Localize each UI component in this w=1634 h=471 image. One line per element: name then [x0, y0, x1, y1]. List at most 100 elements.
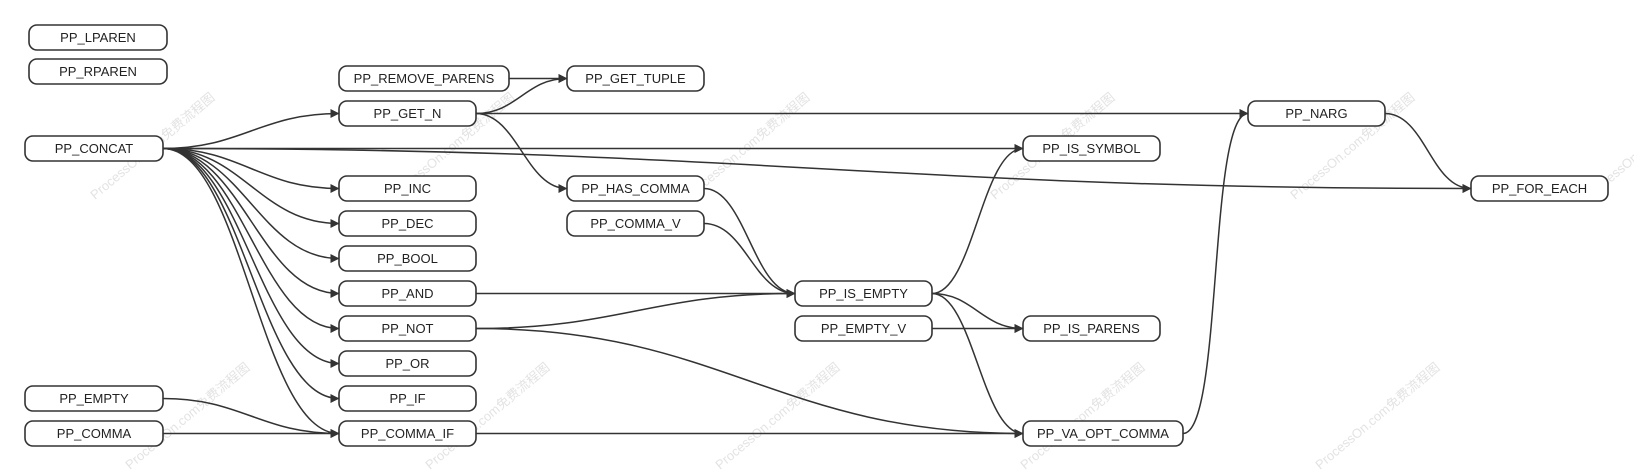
- node-pp-inc[interactable]: PP_INC: [338, 175, 477, 202]
- node-box: [338, 65, 510, 92]
- node-label: PP_EMPTY: [59, 391, 129, 406]
- edge-pp-has-comma-to-pp-is-empty: [703, 187, 796, 298]
- edge-pp-concat-to-pp-inc: [162, 147, 340, 193]
- node-pp-is-symbol[interactable]: PP_IS_SYMBOL: [1022, 135, 1161, 162]
- node-label: PP_FOR_EACH: [1492, 181, 1587, 196]
- node-label: PP_COMMA_IF: [361, 426, 454, 441]
- node-label: PP_VA_OPT_COMMA: [1037, 426, 1169, 441]
- node-pp-is-parens[interactable]: PP_IS_PARENS: [1022, 315, 1161, 342]
- edge-pp-concat-to-pp-comma-if: [162, 147, 340, 438]
- node-pp-get-tuple[interactable]: PP_GET_TUPLE: [566, 65, 705, 92]
- edge-pp-not-to-pp-is-empty: [475, 289, 796, 330]
- edge-pp-is-empty-to-pp-is-parens: [931, 292, 1024, 333]
- node-box: [338, 175, 477, 202]
- node-box: [28, 58, 168, 85]
- node-label: PP_DEC: [381, 216, 433, 231]
- node-label: PP_HAS_COMMA: [581, 181, 690, 196]
- node-label: PP_AND: [381, 286, 433, 301]
- edge-layer: [162, 74, 1472, 438]
- edge-pp-concat-to-pp-and: [162, 147, 340, 298]
- node-pp-comma[interactable]: PP_COMMA: [24, 420, 164, 447]
- node-label: PP_EMPTY_V: [821, 321, 907, 336]
- node-pp-get-n[interactable]: PP_GET_N: [338, 100, 477, 127]
- node-pp-not[interactable]: PP_NOT: [338, 315, 477, 342]
- edge-pp-concat-to-pp-if: [162, 147, 340, 403]
- edge-pp-is-empty-to-pp-is-symbol: [931, 144, 1024, 295]
- node-pp-narg[interactable]: PP_NARG: [1247, 100, 1386, 127]
- node-label: PP_RPAREN: [59, 64, 137, 79]
- node-pp-for-each[interactable]: PP_FOR_EACH: [1470, 175, 1609, 202]
- edge-pp-concat-to-pp-for-each: [162, 147, 1472, 193]
- node-box: [1470, 175, 1609, 202]
- node-box: [338, 100, 477, 127]
- node-box: [794, 280, 933, 307]
- node-label: PP_REMOVE_PARENS: [354, 71, 495, 86]
- node-label: PP_IF: [389, 391, 425, 406]
- node-pp-is-empty[interactable]: PP_IS_EMPTY: [794, 280, 933, 307]
- node-pp-concat[interactable]: PP_CONCAT: [24, 135, 164, 162]
- node-pp-remove-parens[interactable]: PP_REMOVE_PARENS: [338, 65, 510, 92]
- edge-pp-get-n-to-pp-has-comma: [475, 112, 568, 193]
- node-label: PP_COMMA: [57, 426, 132, 441]
- node-pp-dec[interactable]: PP_DEC: [338, 210, 477, 237]
- node-label: PP_GET_TUPLE: [585, 71, 686, 86]
- node-pp-comma-v[interactable]: PP_COMMA_V: [566, 210, 705, 237]
- edge-pp-not-to-pp-va-opt-comma: [475, 327, 1024, 438]
- node-pp-if[interactable]: PP_IF: [338, 385, 477, 412]
- node-box: [338, 210, 477, 237]
- edge-pp-concat-to-pp-or: [162, 147, 340, 368]
- node-box: [338, 420, 477, 447]
- node-box: [28, 24, 168, 51]
- watermark-text: ProcessOn.com免费流程图: [1312, 360, 1442, 471]
- node-pp-or[interactable]: PP_OR: [338, 350, 477, 377]
- node-pp-rparen[interactable]: PP_RPAREN: [28, 58, 168, 85]
- edge-pp-va-opt-comma-to-pp-narg: [1182, 109, 1249, 435]
- node-pp-has-comma[interactable]: PP_HAS_COMMA: [566, 175, 705, 202]
- node-label: PP_IS_PARENS: [1043, 321, 1140, 336]
- edge-pp-comma-v-to-pp-is-empty: [703, 222, 796, 298]
- node-label: PP_INC: [384, 181, 431, 196]
- node-pp-comma-if[interactable]: PP_COMMA_IF: [338, 420, 477, 447]
- edge-pp-narg-to-pp-for-each: [1384, 112, 1472, 193]
- node-label: PP_GET_N: [374, 106, 442, 121]
- node-box: [24, 385, 164, 412]
- node-box: [566, 65, 705, 92]
- node-box: [1247, 100, 1386, 127]
- watermark-text: ProcessOn.com免费流程图: [122, 360, 252, 471]
- edge-pp-get-n-to-pp-get-tuple: [475, 74, 568, 115]
- node-box: [338, 350, 477, 377]
- node-box: [338, 315, 477, 342]
- node-box: [24, 420, 164, 447]
- node-label: PP_BOOL: [377, 251, 438, 266]
- edge-pp-concat-to-pp-dec: [162, 147, 340, 228]
- watermark-text: ProcessOn.com免费流程图: [712, 360, 842, 471]
- node-pp-va-opt-comma[interactable]: PP_VA_OPT_COMMA: [1022, 420, 1184, 447]
- node-label: PP_IS_EMPTY: [819, 286, 908, 301]
- node-pp-lparen[interactable]: PP_LPAREN: [28, 24, 168, 51]
- node-box: [338, 385, 477, 412]
- node-pp-bool[interactable]: PP_BOOL: [338, 245, 477, 272]
- node-label: PP_OR: [385, 356, 429, 371]
- node-label: PP_COMMA_V: [590, 216, 681, 231]
- node-label: PP_NOT: [381, 321, 433, 336]
- node-box: [1022, 135, 1161, 162]
- node-label: PP_LPAREN: [60, 30, 136, 45]
- node-pp-empty[interactable]: PP_EMPTY: [24, 385, 164, 412]
- node-pp-and[interactable]: PP_AND: [338, 280, 477, 307]
- edge-pp-empty-to-pp-comma-if: [162, 397, 340, 438]
- node-box: [338, 280, 477, 307]
- node-box: [566, 210, 705, 237]
- node-box: [1022, 420, 1184, 447]
- node-box: [566, 175, 705, 202]
- watermark-text: ProcessOn.com免费流程图: [1017, 360, 1147, 471]
- node-box: [794, 315, 933, 342]
- node-label: PP_NARG: [1285, 106, 1347, 121]
- edge-pp-is-empty-to-pp-va-opt-comma: [931, 292, 1024, 438]
- edge-pp-concat-to-pp-get-n: [162, 109, 340, 150]
- node-label: PP_IS_SYMBOL: [1042, 141, 1140, 156]
- node-box: [24, 135, 164, 162]
- node-pp-empty-v[interactable]: PP_EMPTY_V: [794, 315, 933, 342]
- node-layer: PP_LPAREN PP_RPAREN PP_REMOVE_PARENS PP_GET…: [24, 24, 1609, 447]
- edge-pp-concat-to-pp-not: [162, 147, 340, 333]
